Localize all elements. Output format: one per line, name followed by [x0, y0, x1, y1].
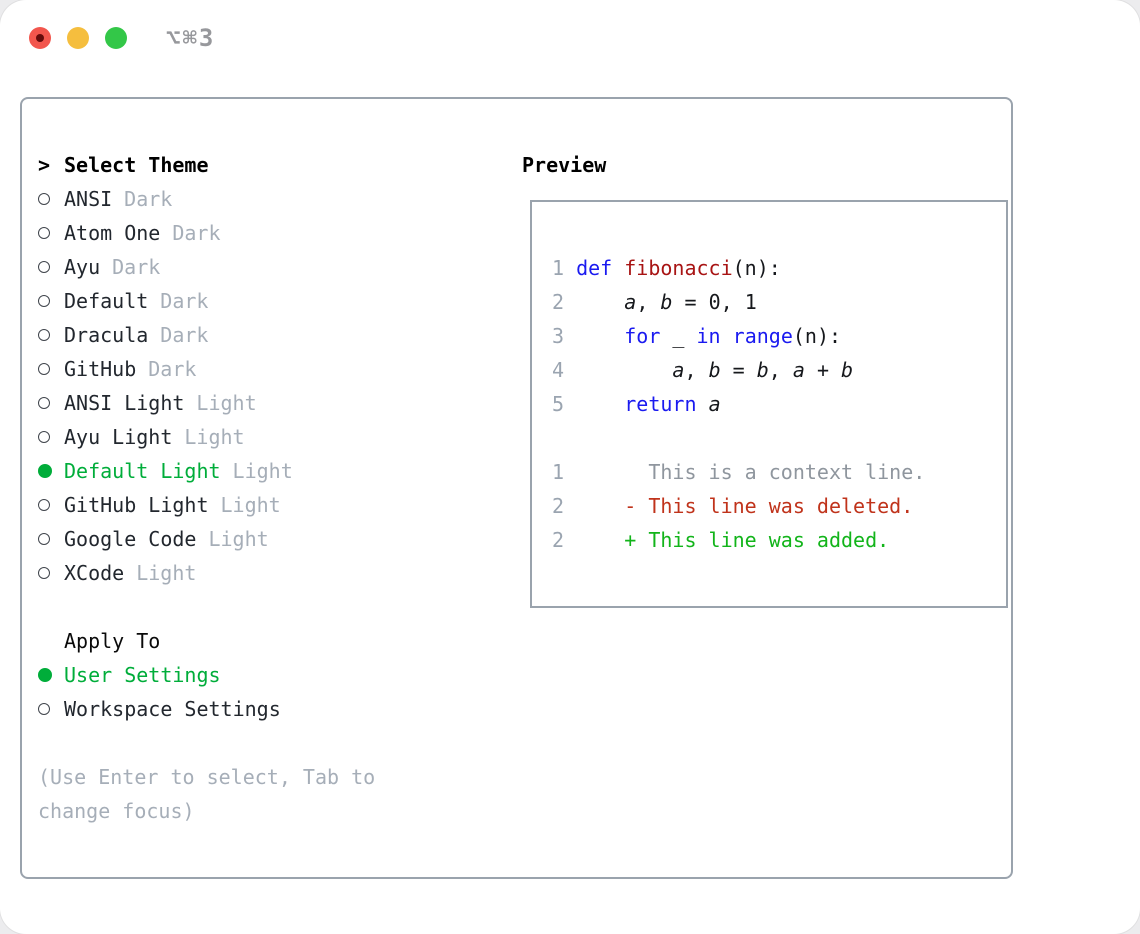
theme-item-label: ANSI [64, 187, 113, 211]
line-number: 2 [552, 290, 565, 314]
line-number: 4 [552, 358, 565, 382]
theme-variant-label: Dark [112, 255, 161, 279]
radio-icon [38, 499, 64, 511]
window-titlebar: ⌥⌘3 [0, 0, 1140, 76]
preview-line: 2 + This line was added. [552, 528, 890, 552]
theme-item-label: XCode [64, 561, 125, 585]
preview-line: 1 def fibonacci(n): [552, 256, 781, 280]
theme-item-label: GitHub [64, 357, 137, 381]
radio-icon [38, 227, 64, 239]
preview-blank-line [552, 421, 1006, 455]
apply-to-header: Apply To [38, 624, 446, 658]
theme-item-ansi-light[interactable]: ANSI Light Light [38, 386, 446, 420]
traffic-lights [29, 27, 143, 49]
theme-variant-label: Dark [124, 187, 173, 211]
theme-variant-label: Dark [172, 221, 221, 245]
close-button[interactable] [29, 27, 51, 49]
theme-item-label: Default Light [64, 459, 221, 483]
radio-icon [38, 567, 64, 579]
radio-icon [38, 261, 64, 273]
theme-variant-label: Dark [160, 289, 209, 313]
apply-option-label: User Settings [64, 663, 221, 687]
theme-item-ayu-light[interactable]: Ayu Light Light [38, 420, 446, 454]
theme-item-label: ANSI Light [64, 391, 185, 415]
theme-variant-label: Light [208, 527, 269, 551]
theme-item-github[interactable]: GitHub Dark [38, 352, 446, 386]
apply-option-workspace-settings[interactable]: Workspace Settings [38, 692, 446, 726]
preview-line: 4 a, b = b, a + b [552, 358, 854, 382]
theme-variant-label: Light [232, 459, 293, 483]
theme-item-google-code[interactable]: Google Code Light [38, 522, 446, 556]
line-number: 1 [552, 460, 565, 484]
keyboard-hint: (Use Enter to select, Tab to change focu… [38, 765, 376, 823]
preview-pane: Preview 1 def fibonacci(n): 2 a, b = 0, 1… [500, 148, 1008, 608]
theme-item-ayu[interactable]: Ayu Dark [38, 250, 446, 284]
theme-variant-label: Light [184, 425, 245, 449]
theme-variant-label: Light [220, 493, 281, 517]
theme-item-label: Default [64, 289, 149, 313]
radio-icon [38, 397, 64, 409]
theme-item-ansi[interactable]: ANSI Dark [38, 182, 446, 216]
theme-item-github-light[interactable]: GitHub Light Light [38, 488, 446, 522]
select-theme-header: > Select Theme [38, 148, 446, 182]
theme-item-atom-one[interactable]: Atom One Dark [38, 216, 446, 250]
radio-icon [38, 193, 64, 205]
theme-variant-label: Dark [160, 323, 209, 347]
theme-item-dracula[interactable]: Dracula Dark [38, 318, 446, 352]
theme-variant-label: Dark [148, 357, 197, 381]
select-theme-label: Select Theme [64, 153, 209, 177]
line-number: 3 [552, 324, 565, 348]
line-number: 1 [552, 256, 565, 280]
radio-selected-icon [38, 464, 64, 478]
theme-item-label: Ayu [64, 255, 101, 279]
theme-item-label: Dracula [64, 323, 149, 347]
theme-variant-label: Light [196, 391, 257, 415]
preview-line: 1 This is a context line. [552, 460, 926, 484]
radio-icon [38, 533, 64, 545]
theme-item-default-light[interactable]: Default Light Light [38, 454, 446, 488]
window-title: ⌥⌘3 [166, 24, 216, 52]
radio-icon [38, 329, 64, 341]
radio-icon [38, 363, 64, 375]
radio-icon [38, 431, 64, 443]
close-dot-icon [36, 34, 44, 42]
preview-line: 2 - This line was deleted. [552, 494, 914, 518]
preview-title: Preview [522, 153, 607, 177]
theme-item-xcode[interactable]: XCode Light [38, 556, 446, 590]
theme-item-label: Google Code [64, 527, 197, 551]
preview-box: 1 def fibonacci(n): 2 a, b = 0, 1 3 for _ … [530, 200, 1008, 608]
preview-line: 2 a, b = 0, 1 [552, 290, 757, 314]
line-number: 2 [552, 494, 565, 518]
radio-selected-icon [38, 668, 64, 682]
apply-option-user-settings[interactable]: User Settings [38, 658, 446, 692]
zoom-button[interactable] [105, 27, 127, 49]
apply-option-label: Workspace Settings [64, 697, 281, 721]
preview-line: 3 for _ in range(n): [552, 324, 842, 348]
theme-item-label: Ayu Light [64, 425, 173, 449]
radio-icon [38, 295, 64, 307]
minimize-button[interactable] [67, 27, 89, 49]
line-number: 5 [552, 392, 565, 416]
line-number: 2 [552, 528, 565, 552]
theme-variant-label: Light [136, 561, 197, 585]
focus-arrow-icon: > [38, 153, 51, 177]
theme-item-label: GitHub Light [64, 493, 209, 517]
apply-to-label: Apply To [64, 629, 161, 653]
preview-line: 5 return a [552, 392, 721, 416]
theme-item-label: Atom One [64, 221, 161, 245]
radio-icon [38, 703, 64, 715]
theme-item-default[interactable]: Default Dark [38, 284, 446, 318]
